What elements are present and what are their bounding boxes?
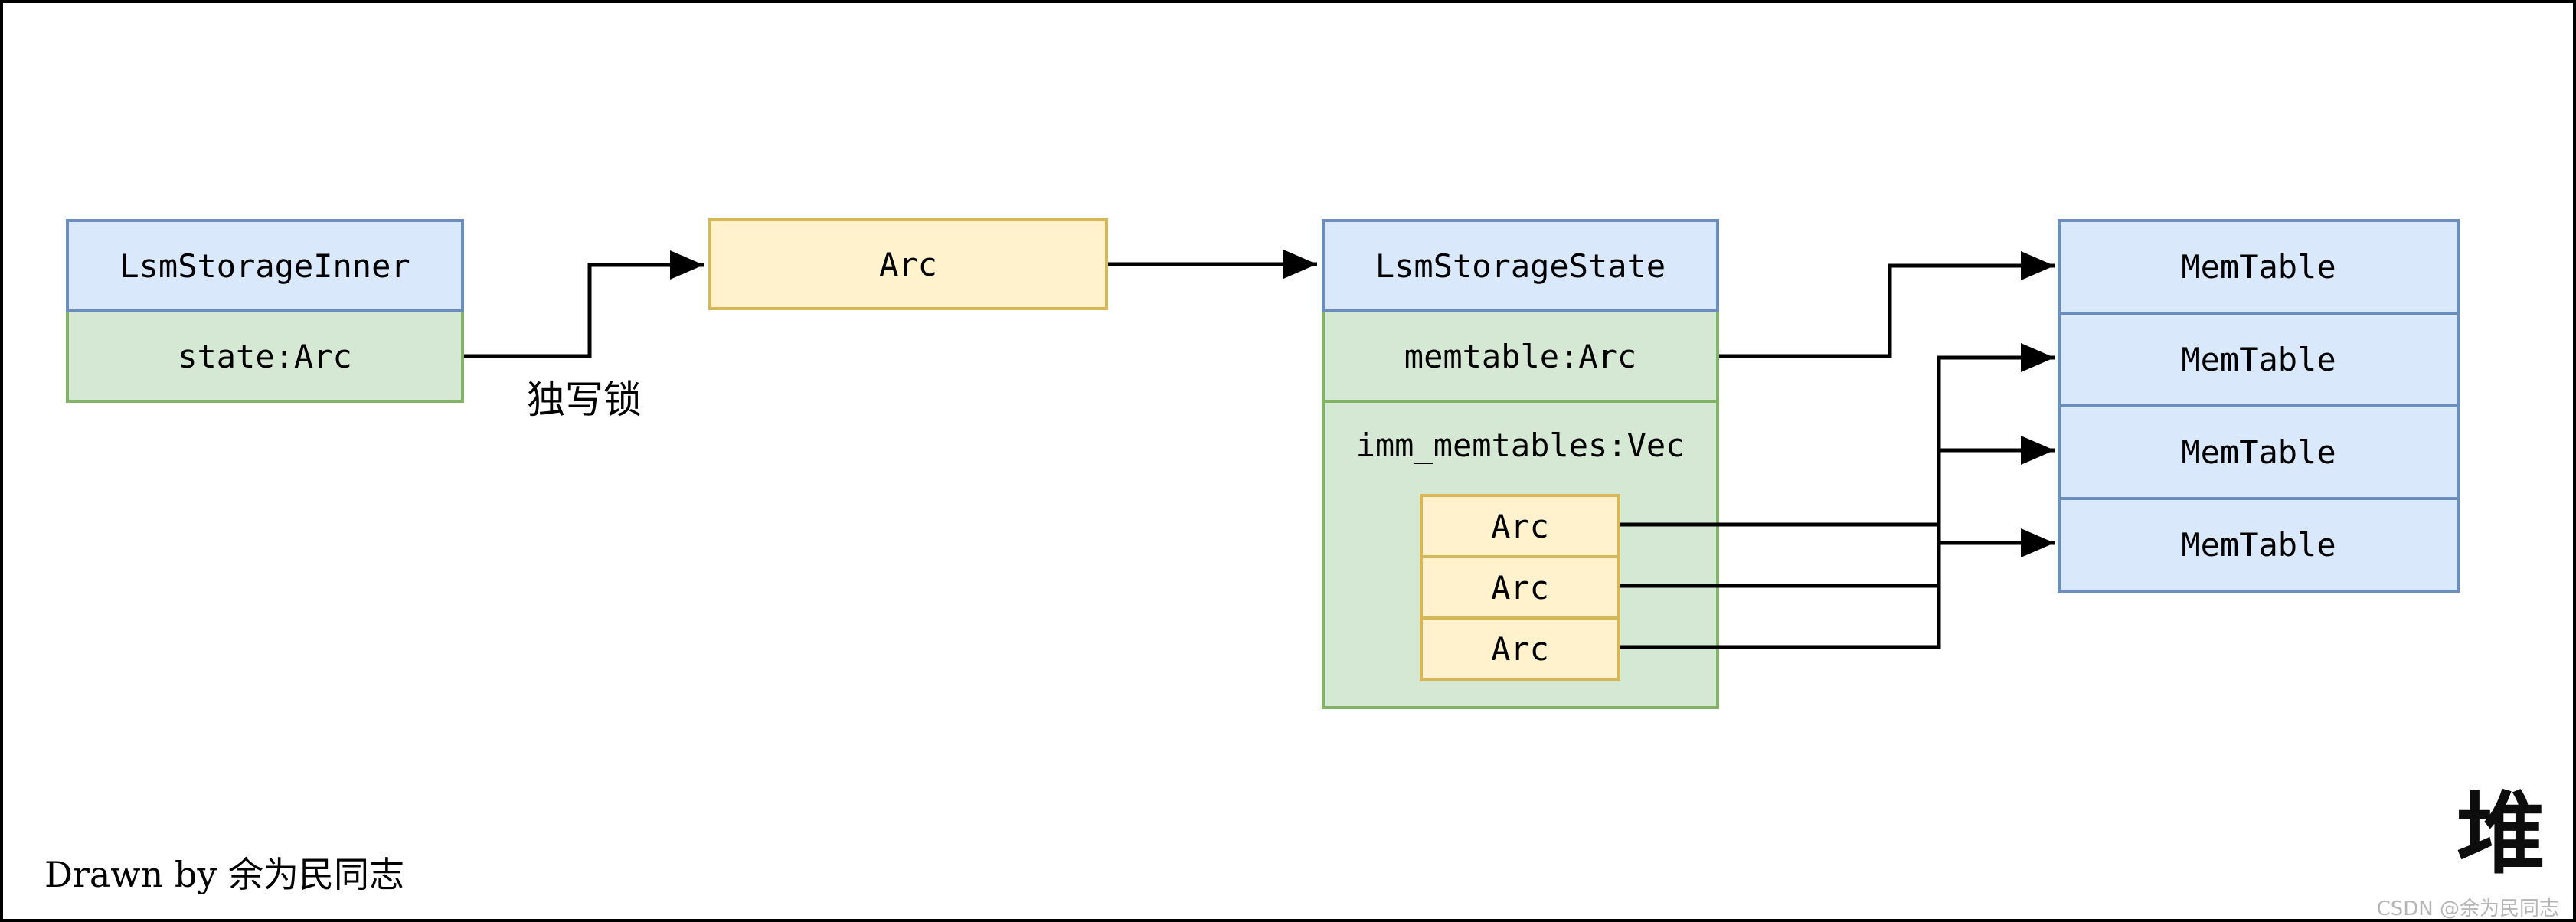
lsm-storage-inner-field-state-arc: state:Arc	[66, 309, 464, 403]
memtable-row: MemTable	[2058, 497, 2460, 593]
imm-arc-stack: Arc Arc Arc	[1420, 494, 1620, 681]
node-memtable-stack: MemTable MemTable MemTable MemTable	[2058, 219, 2460, 593]
imm-arc-item: Arc	[1420, 555, 1620, 620]
edge-label-rwlock: 独写锁	[527, 378, 642, 422]
memtable-row: MemTable	[2058, 312, 2460, 407]
lsm-storage-state-imm-region: imm_memtables:Vec Arc Arc Arc	[1322, 400, 1719, 709]
imm-memtables-label: imm_memtables:Vec	[1355, 426, 1685, 464]
node-lsm-storage-state: LsmStorageState memtable:Arc imm_memtabl…	[1322, 219, 1719, 709]
node-lsm-storage-inner: LsmStorageInner state:Arc	[66, 219, 464, 403]
lsm-storage-state-title: LsmStorageState	[1322, 219, 1719, 312]
watermark-text: CSDN @余为民同志	[2376, 897, 2559, 920]
imm-arc-item: Arc	[1420, 494, 1620, 558]
imm-arc-item: Arc	[1420, 616, 1620, 681]
heap-label: 堆	[2457, 783, 2545, 886]
lsm-storage-inner-title: LsmStorageInner	[66, 219, 464, 312]
lsm-storage-state-field-memtable: memtable:Arc	[1322, 309, 1719, 403]
memtable-row: MemTable	[2058, 404, 2460, 500]
credit-text: Drawn by 余为民同志	[44, 854, 404, 895]
edge-state-to-arc	[464, 250, 704, 358]
edge-memtable-field-to-memtable1	[1719, 251, 2055, 358]
memtable-row: MemTable	[2058, 219, 2460, 315]
node-arc-pointer: Arc	[708, 218, 1108, 310]
